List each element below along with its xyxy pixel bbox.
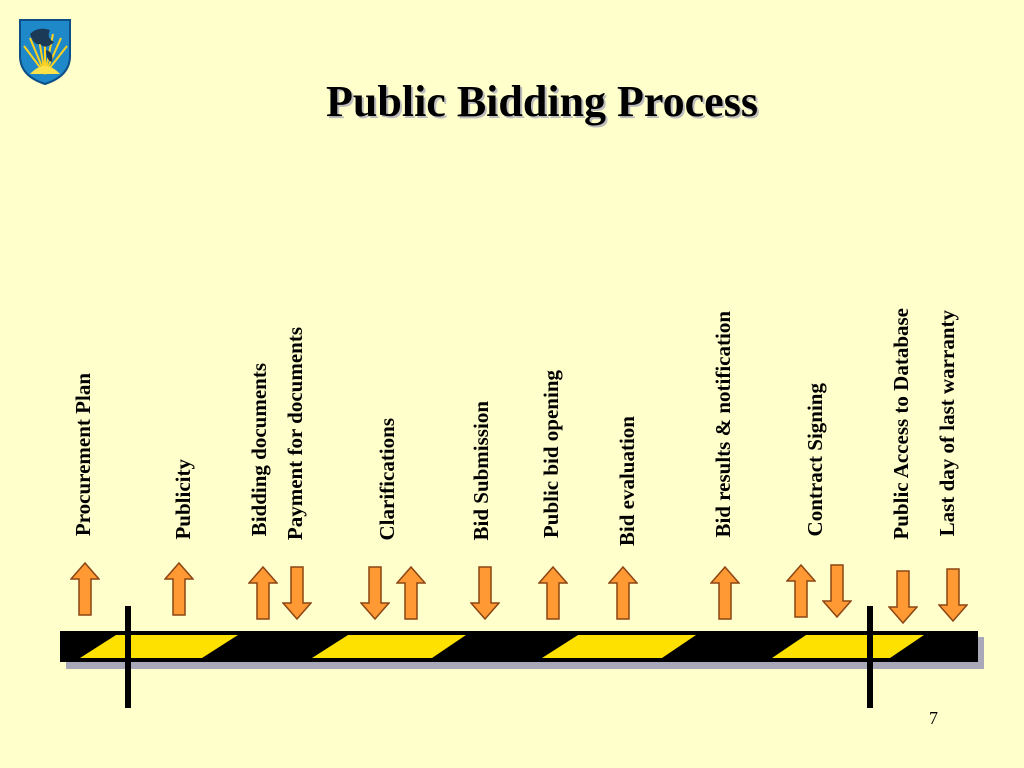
timeline-stripe [80,635,238,658]
timeline-stripe [312,635,466,658]
timeline-shadow [66,637,984,669]
step-label-bidding-documents: Bidding documents [247,362,271,536]
step-label-clarifications: Clarifications [375,417,399,540]
step-label-bid-submission: Bid Submission [469,400,493,541]
up-arrow-icon [396,566,426,620]
down-arrow-icon [360,566,390,620]
timeline-start-marker [125,606,131,708]
up-arrow-icon [786,564,816,618]
step-label-public-access-to-database: Public Access to Database [889,308,913,540]
step-label-procurement-plan: Procurement Plan [71,372,95,536]
step-label-public-bid-opening: Public bid opening [539,369,563,538]
step-label-payment-for-documents: Payment for documents [283,326,307,540]
step-label-bid-evaluation: Bid evaluation [615,415,639,546]
down-arrow-icon [888,570,918,624]
globe-sunrise-emblem-icon [19,19,71,86]
timeline-stripe [772,635,924,658]
up-arrow-icon [248,566,278,620]
down-arrow-icon [938,568,968,622]
up-arrow-icon [538,566,568,620]
down-arrow-icon [822,564,852,618]
down-arrow-icon [470,566,500,620]
step-label-publicity: Publicity [171,459,195,540]
timeline-stripe [542,635,696,658]
up-arrow-icon [710,566,740,620]
page-number: 7 [929,708,938,728]
step-label-last-day-of-last-warranty: Last day of last warranty [935,309,959,536]
down-arrow-icon [282,566,312,620]
up-arrow-icon [608,566,638,620]
timeline-end-marker [867,606,873,708]
slide-title: Public Bidding Process [326,77,758,126]
up-arrow-icon [70,562,100,616]
step-label-bid-results-notification: Bid results & notification [711,311,735,538]
step-label-contract-signing: Contract Signing [803,382,827,536]
up-arrow-icon [164,562,194,616]
timeline-black-bar [60,631,978,662]
